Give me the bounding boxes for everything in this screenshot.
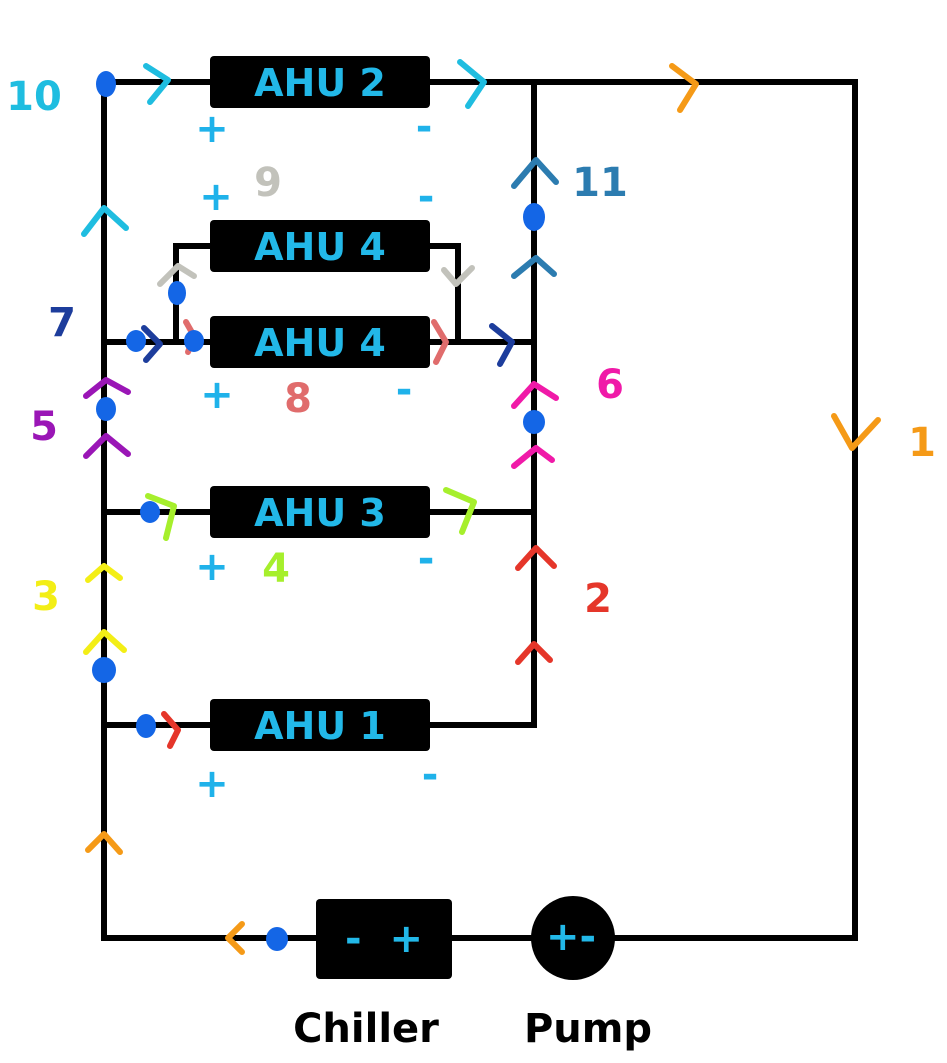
ahu-2-plus: +	[195, 106, 229, 152]
branch-label-10: 10	[6, 74, 62, 120]
branch-numbers: 10 9 11 7 8 6 5 1 4 3 2	[6, 74, 936, 622]
chiller-caption: Chiller	[293, 1006, 439, 1052]
branch-label-11: 11	[572, 160, 628, 206]
ahu-4-bottom-minus: -	[396, 367, 413, 413]
arrow-4-right-b	[443, 487, 477, 535]
ahu-2-box	[210, 56, 430, 108]
arrow-10-right-b	[457, 59, 487, 109]
ahu-3-label: AHU 3	[254, 491, 386, 535]
ahu-3-box	[210, 486, 430, 538]
wire-ahu4-top-loop-right	[427, 243, 461, 345]
arrow-8-right-b	[431, 319, 449, 365]
arrow-11-up-b	[511, 255, 557, 279]
arrow-9-up	[157, 263, 197, 287]
chiller-box	[316, 899, 452, 979]
arrow-1-left-bottom	[225, 921, 245, 955]
ahu-4-bottom-plus: +	[200, 372, 234, 418]
ahu-2: AHU 2	[210, 56, 430, 108]
ahu-4-bottom-box	[210, 316, 430, 368]
ahu-2-minus: -	[416, 104, 433, 150]
arrow-9-down	[441, 265, 475, 287]
branch-label-4: 4	[262, 546, 290, 592]
ahu-4-top-minus: -	[418, 174, 435, 220]
ahu-4-top-plus: +	[199, 174, 233, 220]
ahu-4-top: AHU 4	[210, 220, 430, 272]
polarity-signs: + - + - + - + - + -	[195, 104, 438, 807]
arrow-7-right-a	[141, 325, 163, 363]
ahu-4-top-box	[210, 220, 430, 272]
pump-caption: Pump	[524, 1006, 652, 1052]
arrow-3-up-a	[85, 563, 123, 583]
ahu-4-bottom: AHU 4	[210, 316, 430, 368]
arrow-6-up-a	[511, 381, 559, 409]
arrow-3-up-b	[83, 629, 127, 655]
arrow-11-up-a	[511, 157, 559, 189]
ahu-1-minus: -	[422, 752, 439, 798]
arrow-2-up-a	[515, 545, 557, 571]
node-10	[96, 71, 116, 97]
flow-arrows	[81, 59, 881, 955]
node-1	[266, 927, 288, 951]
branch-label-1: 1	[908, 420, 936, 466]
ahu-1: AHU 1	[210, 699, 430, 751]
branch-label-7: 7	[48, 300, 76, 346]
pump: +-	[531, 896, 615, 980]
arrow-5-up-b	[83, 433, 131, 459]
ahu-3: AHU 3	[210, 486, 430, 538]
node-8	[184, 330, 204, 352]
arrow-4-right-a	[145, 493, 177, 541]
branch-label-2: 2	[584, 576, 612, 622]
node-5	[96, 397, 116, 421]
branch-label-8: 8	[284, 376, 312, 422]
ahu-1-label: AHU 1	[254, 704, 386, 748]
arrow-10-right-a	[143, 63, 171, 105]
branch-label-9: 9	[254, 160, 282, 206]
ahu-3-plus: +	[195, 544, 229, 590]
ahu-1-box	[210, 699, 430, 751]
wire-ahu4-top-loop-left	[173, 243, 213, 345]
node-11	[523, 203, 545, 231]
pump-signs: +-	[546, 914, 596, 960]
ahu-3-minus: -	[418, 536, 435, 582]
chiller: - +	[316, 899, 452, 979]
branch-label-3: 3	[32, 574, 60, 620]
arrow-7-right-b	[489, 323, 515, 367]
node-3	[92, 657, 116, 683]
node-2	[136, 714, 156, 738]
arrow-2-up-b	[515, 641, 553, 665]
node-9	[168, 281, 186, 305]
arrow-6-up-b	[511, 445, 555, 469]
arrow-5-up-a	[83, 377, 131, 399]
nodes	[92, 71, 545, 951]
branch-label-6: 6	[596, 362, 624, 408]
chiller-signs: - +	[345, 916, 423, 962]
arrow-1-down	[831, 413, 881, 451]
node-4	[140, 501, 160, 523]
branch-label-5: 5	[30, 404, 58, 450]
arrow-1-up-left	[85, 831, 123, 855]
arrow-1-right	[669, 63, 699, 113]
arrow-10-up	[81, 205, 129, 237]
node-7	[126, 330, 146, 352]
pump-body	[531, 896, 615, 980]
node-6	[523, 410, 545, 434]
ahu-2-label: AHU 2	[254, 61, 386, 105]
ahu-1-plus: +	[195, 761, 229, 807]
ahu-4-bottom-label: AHU 4	[254, 321, 386, 365]
ahu-4-top-label: AHU 4	[254, 225, 386, 269]
arrow-2-right	[161, 711, 181, 749]
